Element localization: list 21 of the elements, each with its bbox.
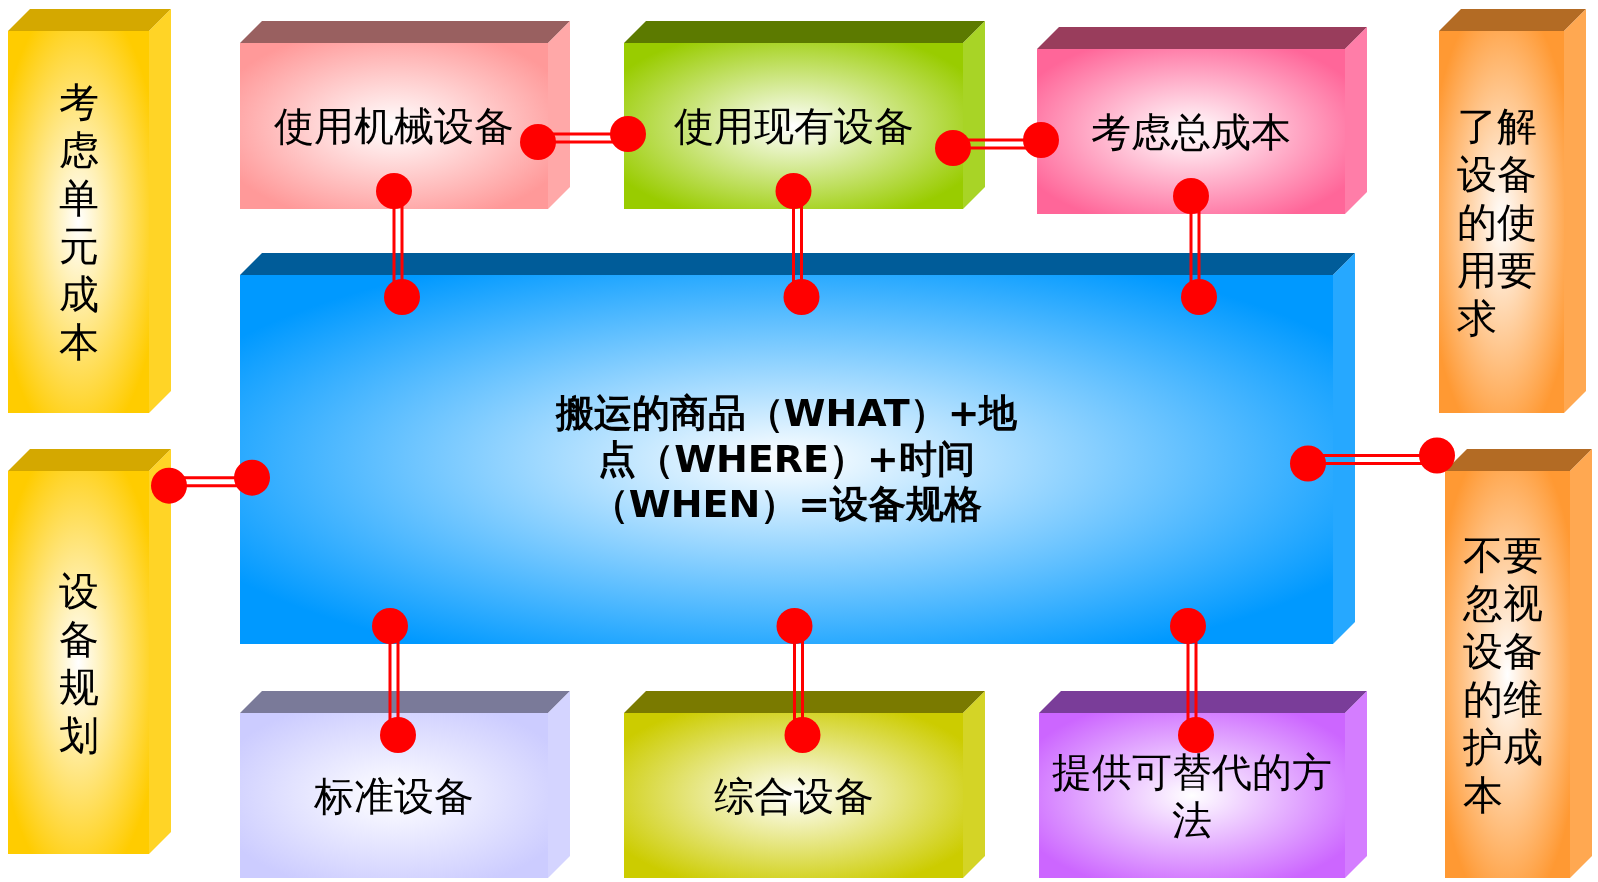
connector [1173, 178, 1217, 315]
connector [776, 608, 821, 753]
connector [376, 173, 420, 315]
block-text: 使用机械设备 [274, 102, 514, 150]
block-text: 综合设备 [713, 771, 874, 820]
connector [372, 608, 416, 753]
block-text: 使用现有设备 [673, 102, 914, 150]
block-text: 了解设备的使用要求 [1456, 102, 1538, 342]
connector [775, 173, 820, 315]
block-text: 考虑总成本 [1091, 107, 1291, 156]
block-text: 不要忽视设备的维护成本 [1462, 530, 1544, 819]
connector [935, 122, 1059, 166]
connector [1290, 437, 1455, 482]
block-text: 设备规划 [57, 566, 100, 759]
block-text: 提供可替代的方法 [1051, 747, 1333, 844]
connector [1170, 608, 1214, 753]
connector [520, 116, 646, 160]
block-text: 搬运的商品（WHAT）+地点（WHERE）+时间（WHEN）=设备规格 [554, 391, 1019, 528]
connector [151, 459, 270, 504]
block-text: 标准设备 [314, 771, 474, 820]
block-text: 考虑单元成本 [57, 78, 100, 366]
